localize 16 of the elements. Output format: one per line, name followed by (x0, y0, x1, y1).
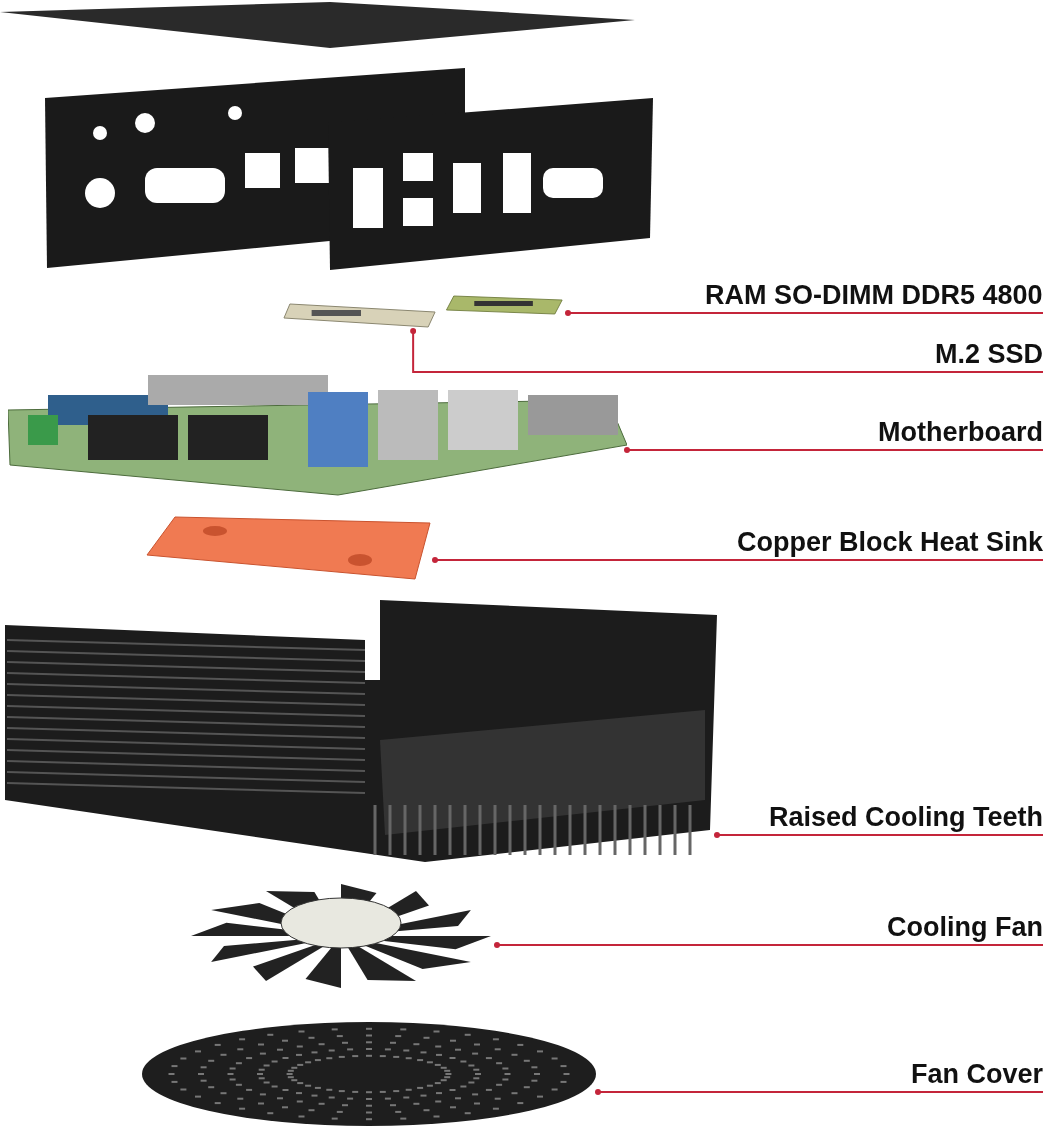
leader-line (494, 942, 1044, 948)
part-label: M.2 SSD (935, 338, 1044, 370)
part-label: Cooling Fan (887, 911, 1043, 943)
part-label: Copper Block Heat Sink (737, 526, 1044, 558)
leader-line (624, 447, 1044, 453)
leader-line (432, 557, 1044, 563)
leader-line (410, 328, 1044, 373)
part-label: Raised Cooling Teeth (769, 801, 1044, 833)
leader-line (565, 310, 1044, 316)
part-label: Motherboard (878, 416, 1043, 448)
fan-cover-drawing (140, 1020, 598, 1128)
leader-line (595, 1089, 1044, 1095)
leader-line (714, 832, 1044, 838)
heatsink-chassis-drawing (5, 600, 717, 862)
part-label: Fan Cover (911, 1058, 1044, 1090)
part-label: RAM SO-DIMM DDR5 4800 (705, 279, 1043, 311)
